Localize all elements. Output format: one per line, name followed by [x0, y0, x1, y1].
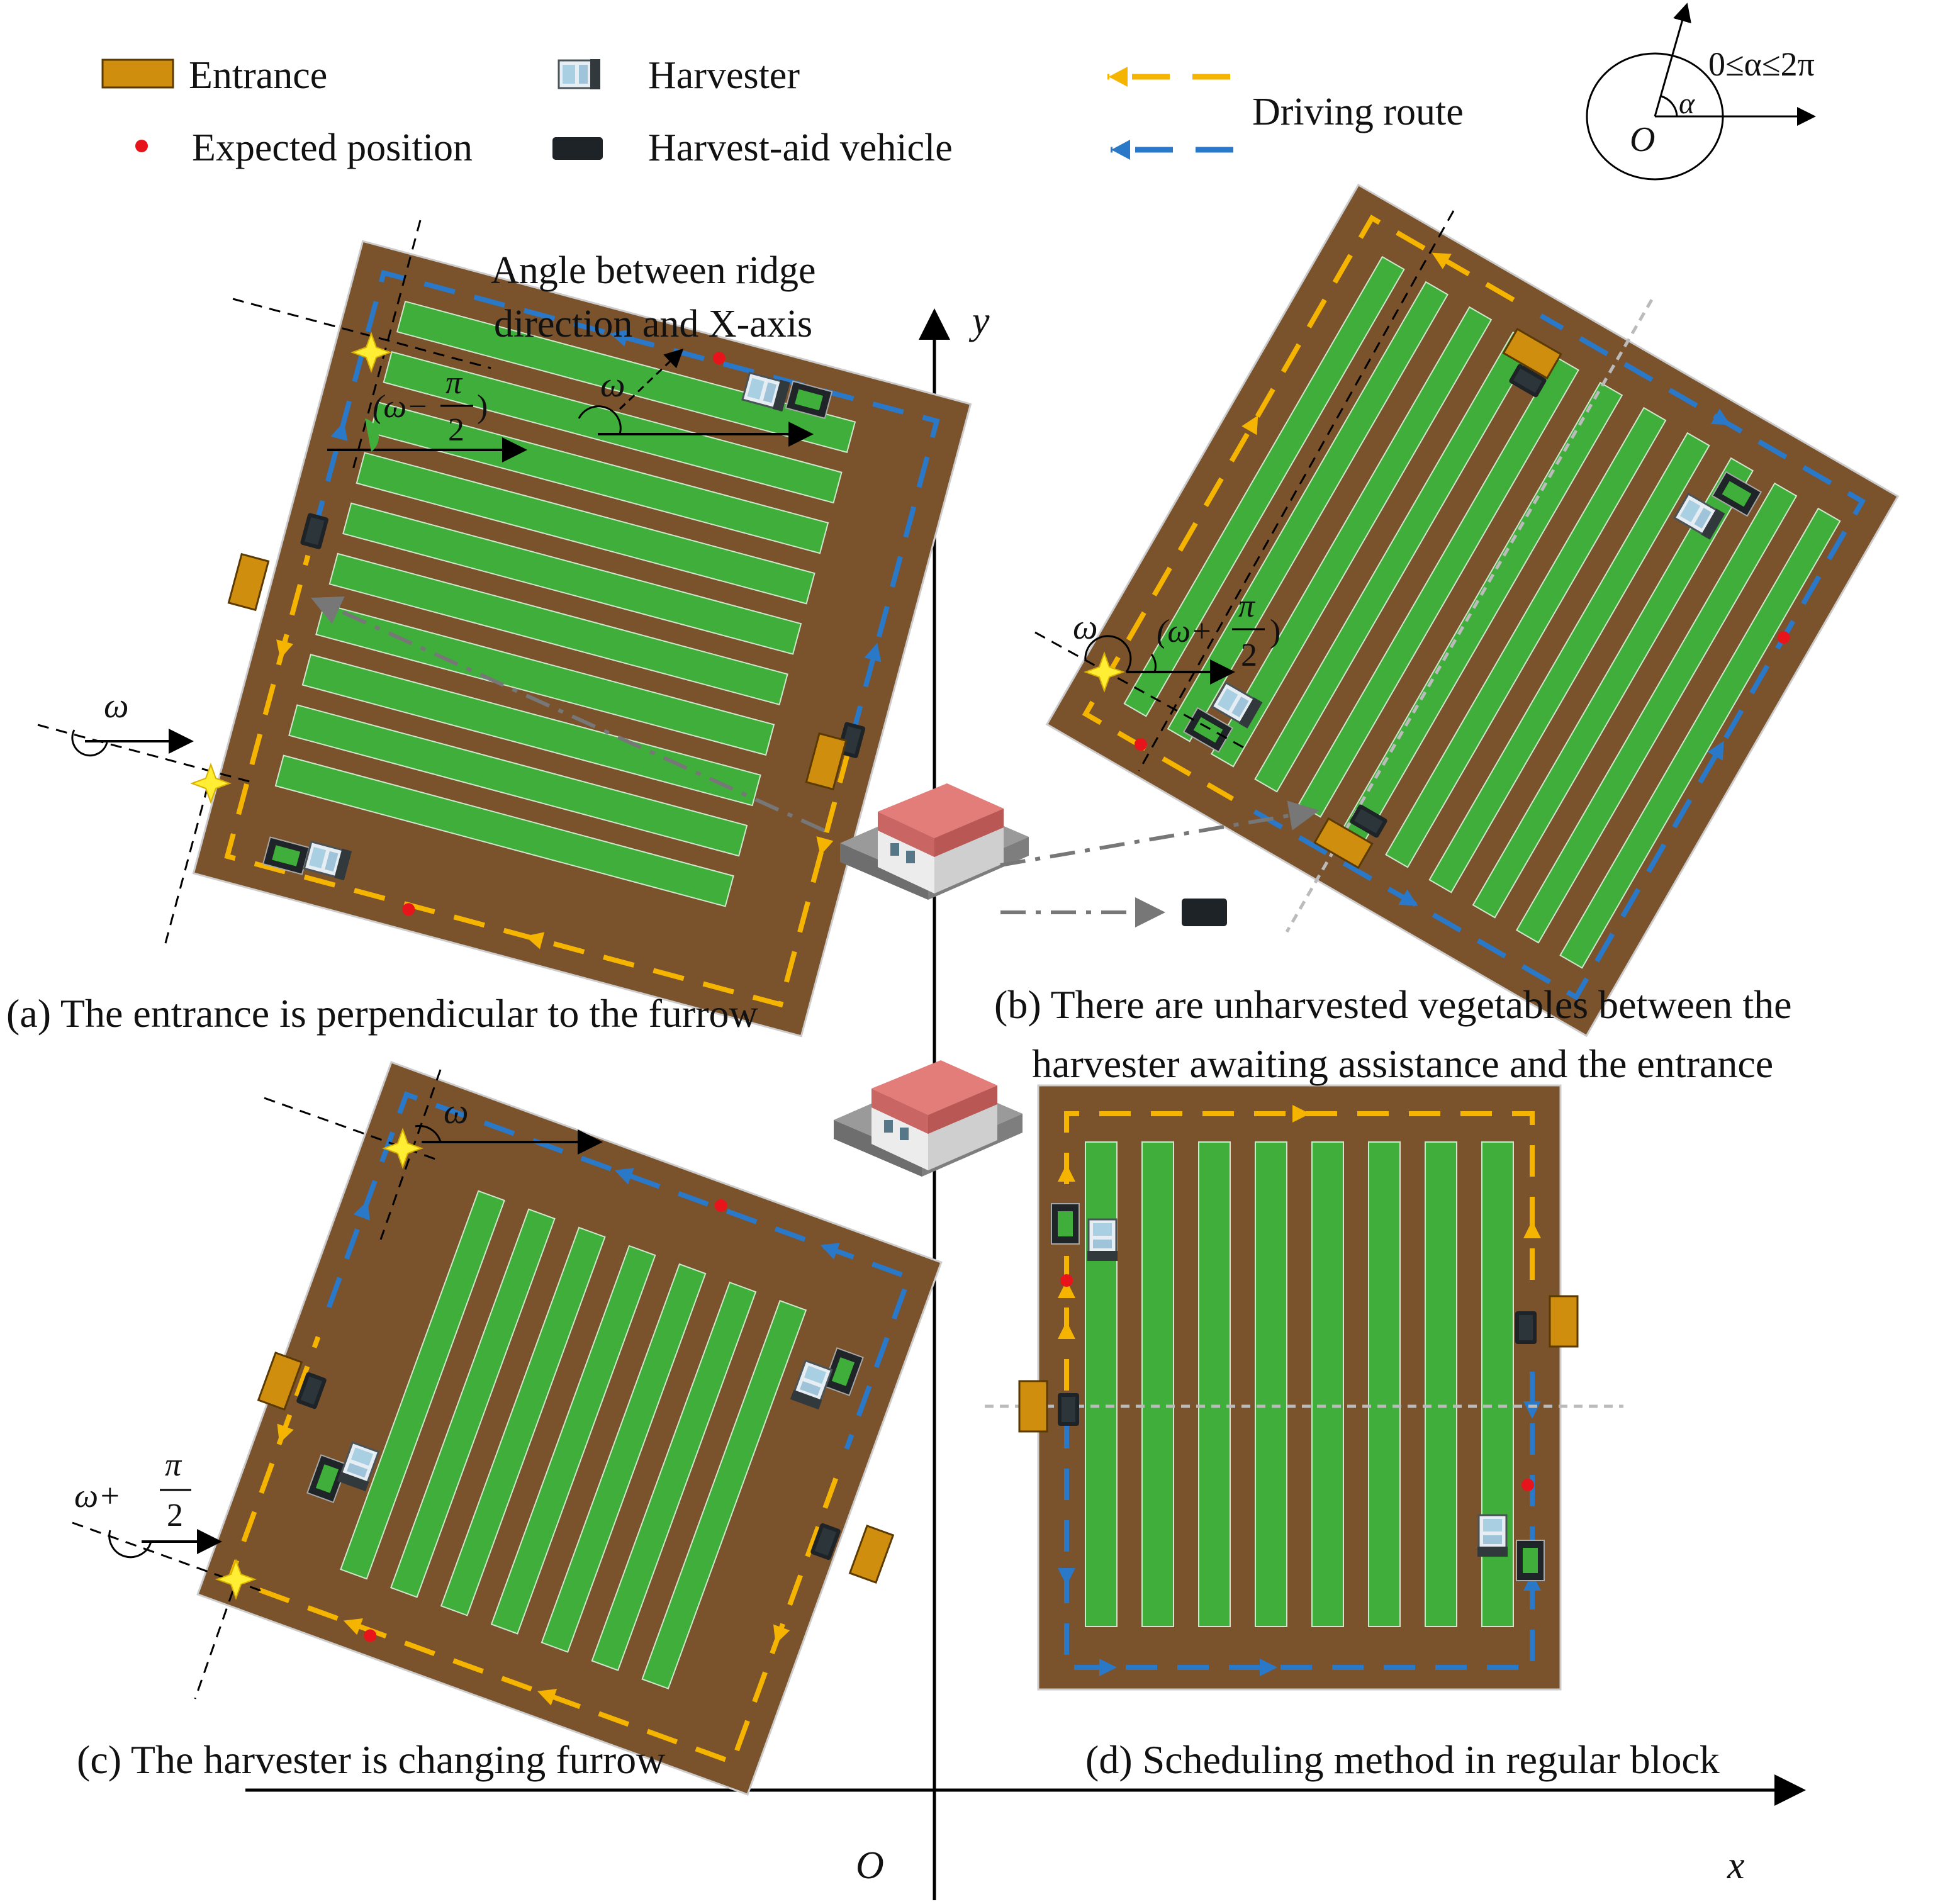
- route-orange-d: [1064, 1111, 1535, 1391]
- legend-entrance-label: Entrance: [189, 54, 327, 97]
- entrance-d-right: [1549, 1295, 1579, 1348]
- field-d: [1037, 1084, 1562, 1691]
- angle-inset: 0≤α≤2π α O: [1586, 3, 1816, 181]
- expected-position-dot: [135, 140, 148, 152]
- harvest-aid-vehicle-icon: [1182, 899, 1227, 926]
- angle-range-label: 0≤α≤2π: [1708, 45, 1815, 83]
- ridge-angle-line1: Angle between ridge: [491, 249, 815, 292]
- pi-label-b: π: [1238, 588, 1256, 624]
- close-paren-a: ): [477, 389, 488, 425]
- harvester-icon: [558, 58, 602, 91]
- omega-label-b: ω: [1073, 608, 1098, 647]
- legend-harvest-aid-vehicle-label: Harvest-aid vehicle: [648, 126, 953, 169]
- two-label-b: 2: [1241, 637, 1257, 673]
- route-blue-a: [311, 269, 940, 729]
- omega-label-c: ω: [444, 1092, 469, 1131]
- y-axis-label: y: [968, 300, 990, 342]
- entrance-a-left: [227, 553, 270, 611]
- omega-label-a-left: ω: [104, 686, 129, 725]
- legend: Entrance Harvester Expected position Har…: [101, 54, 1464, 169]
- legend-expected-position-label: Expected position: [192, 126, 473, 169]
- harvest-aid-vehicle-icon: [552, 137, 603, 160]
- omega-plus-label-c: ω+: [74, 1477, 121, 1515]
- panel-b: ω (ω+ π 2 ): [1034, 183, 1900, 1038]
- caption-c: (c) The harvester is changing furrow: [77, 1737, 665, 1782]
- pi-label-a: π: [445, 365, 463, 401]
- crop-rows-c: [340, 1190, 807, 1689]
- route-orange-a: [224, 554, 851, 1008]
- legend-harvester-label: Harvester: [648, 54, 800, 97]
- panel-c: ω ω+ π 2: [72, 1061, 943, 1796]
- axes-origin-label: O: [856, 1844, 884, 1887]
- entrance-c-right: [849, 1525, 894, 1584]
- alpha-label: α: [1679, 87, 1695, 120]
- caption-b-line2: harvester awaiting assistance and the en…: [1032, 1041, 1773, 1086]
- depot-building-icon: [834, 1060, 1023, 1177]
- panel-a: ω ω (ω− π 2 ) Angle between ridge direct…: [37, 220, 972, 1038]
- x-axis-label: x: [1727, 1844, 1745, 1887]
- route-orange-c: [227, 1336, 839, 1766]
- panel-d: [985, 1084, 1623, 1691]
- omega-plus-prefix-b: (ω+: [1157, 613, 1213, 649]
- caption-b-line1: (b) There are unharvested vegetables bet…: [994, 982, 1792, 1027]
- omega-minus-prefix-a: (ω−: [373, 389, 429, 425]
- depot-flow: [311, 596, 1320, 1177]
- two-label-c: 2: [167, 1498, 183, 1533]
- crop-rows-a: [274, 300, 856, 907]
- ridge-angle-line2: direction and X-axis: [494, 303, 812, 345]
- crop-rows-d: [1085, 1141, 1514, 1627]
- two-label-a: 2: [448, 412, 464, 448]
- route-blue-d: [1064, 1372, 1535, 1670]
- depot-building-icon: [840, 783, 1029, 900]
- entrance-icon: [101, 59, 174, 89]
- legend-driving-route-label: Driving route: [1252, 91, 1464, 133]
- omega-label-a-top: ω: [600, 366, 625, 405]
- crop-rows-b: [1123, 255, 1841, 969]
- caption-a: (a) The entrance is perpendicular to the…: [6, 991, 758, 1036]
- entrance-d-left: [1018, 1380, 1048, 1433]
- caption-d: (d) Scheduling method in regular block: [1085, 1737, 1720, 1782]
- inset-origin-label: O: [1630, 120, 1655, 159]
- pi-label-c: π: [165, 1447, 182, 1483]
- close-paren-b: ): [1270, 613, 1280, 649]
- captions: (a) The entrance is perpendicular to the…: [6, 982, 1792, 1782]
